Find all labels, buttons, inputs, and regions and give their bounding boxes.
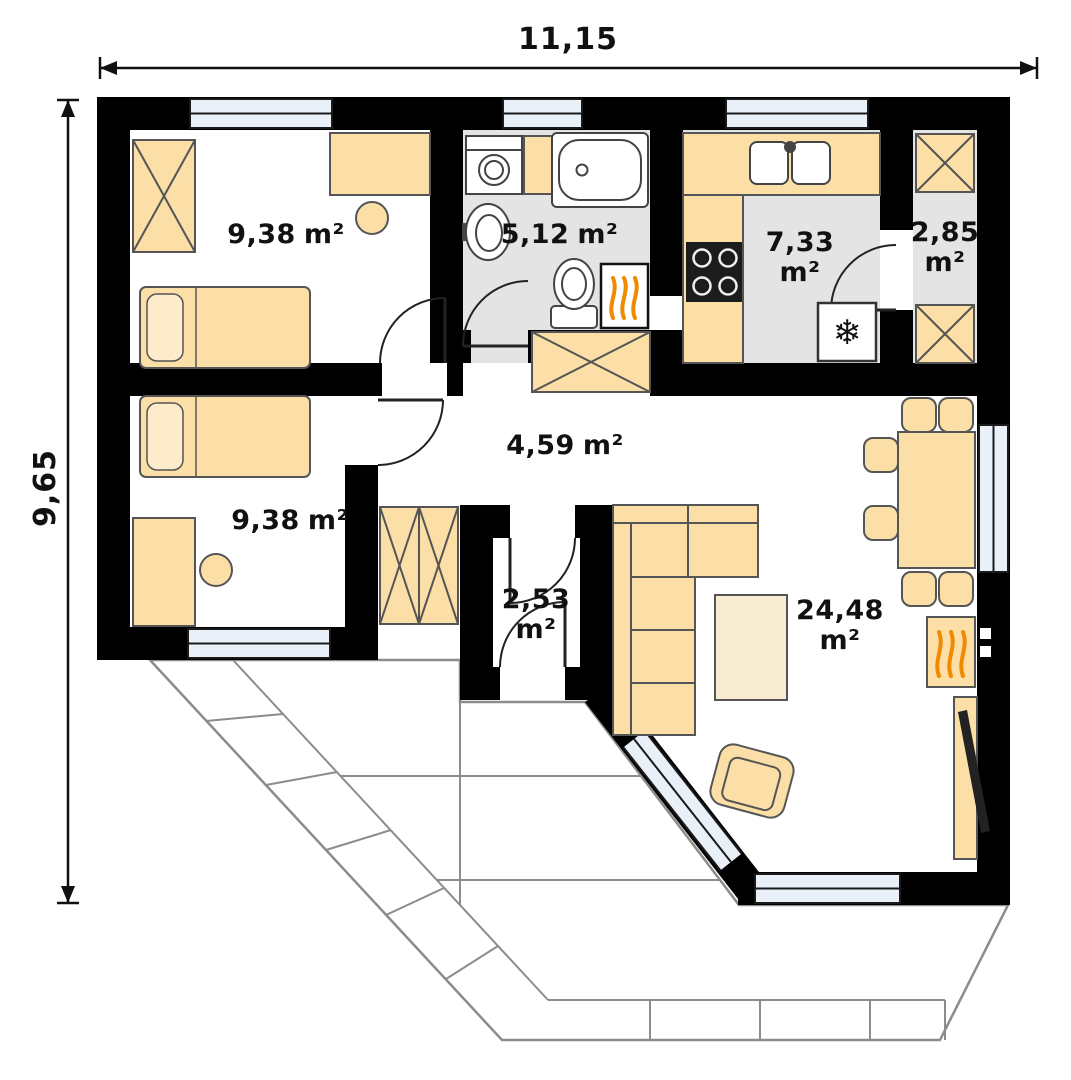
wardrobe-hall [531,331,651,393]
bathroom-sink [462,203,511,261]
dining-chair [863,505,899,541]
fridge: ❄ [816,301,878,363]
room-area-value: 7,33 [765,227,835,258]
windows [187,98,1009,904]
wardrobe-pantry-top [915,133,975,193]
room-area-value: 9,38 [227,219,296,250]
room-area-unit: m² [303,219,345,250]
bed-bedroom-top [139,286,311,369]
door-bathroom [462,280,529,348]
room-area-unit: m² [577,219,619,250]
wardrobe-pantry-bottom [915,304,975,364]
window-kitchen [725,98,869,129]
doors [377,244,897,668]
room-area-value: 4,59 [506,430,575,461]
room-area-value: 2,53 [501,584,571,615]
room-area-value: 5,12 [500,219,570,250]
window-bathroom [502,98,583,129]
window-living-bottom [754,873,901,904]
terrace [147,658,1011,1042]
room-area-unit: m² [582,430,624,461]
door-bedroom-bottom [377,398,444,466]
door-entrance [499,601,567,668]
stool [199,553,233,587]
room-area-value: 2,85 [910,217,980,248]
dining-chair [938,397,974,433]
bed-bedroom-bottom [139,395,311,478]
armchair [709,743,795,819]
room-area-unit: m² [307,505,349,536]
stove [686,242,742,302]
stool [355,201,389,235]
dimension-height-label: 9,65 [28,448,63,528]
window-bedroom-top [189,98,333,129]
room-area-value: 24,48 [796,595,884,626]
desk-bedroom-top [329,132,431,235]
wardrobe-corridor [379,506,459,625]
flame-icon [609,276,639,320]
dining-set [863,397,976,607]
room-area-unit: m² [515,614,557,646]
window-living-diagonal [622,729,743,872]
dining-chair [901,571,937,607]
kitchen-sink [749,141,831,185]
tv [958,710,990,833]
sofa [612,504,759,736]
toilet [550,258,598,329]
desk-bedroom-bottom [132,517,233,627]
dining-chair [863,437,899,473]
room-area-unit: m² [819,625,861,657]
bathtub [551,132,649,208]
tv-bench [953,696,990,860]
flame-icon [935,630,967,678]
window-bedroom-bottom [187,628,331,659]
washing-machine [465,135,523,195]
wardrobe-bedroom-top [132,139,196,253]
dimension-left [57,98,79,905]
bathroom-shelf [523,135,555,195]
door-entry-hall-inner [508,537,576,604]
fireplace [926,616,976,688]
room-area-unit: m² [779,257,821,289]
dimension-width-label: 11,15 [518,22,618,57]
window-dining [978,424,1009,573]
room-area-unit: m² [924,247,966,279]
coffee-table [714,594,788,701]
room-area-value: 9,38 [231,505,300,536]
dining-chair [901,397,937,433]
bathroom-radiator [599,262,650,330]
dining-chair [938,571,974,607]
dimension-top [98,57,1039,79]
door-bedroom-top [379,297,447,364]
snowflake-icon: ❄ [833,313,862,353]
dining-table [897,431,976,569]
